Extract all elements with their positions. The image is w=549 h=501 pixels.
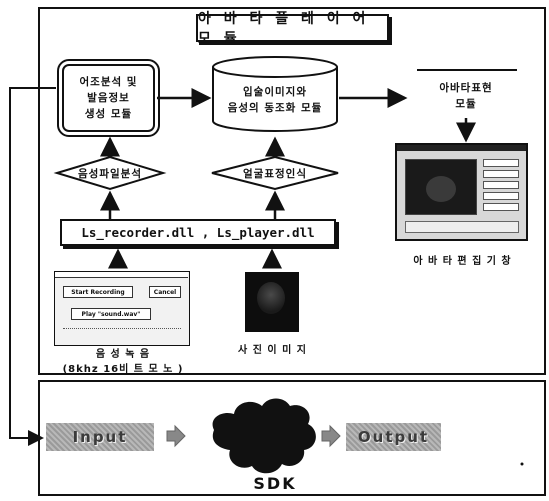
voice-file-analysis-label: 음성파일분석	[78, 167, 142, 180]
dll-box: Ls_recorder.dll , Ls_player.dll	[60, 219, 336, 246]
editor-titlebar	[397, 145, 526, 151]
avatar-editor-window	[395, 143, 528, 241]
sdk-blob-shape	[212, 398, 316, 474]
sdk-label: SDK	[253, 474, 297, 493]
voice-recorder-window: Start Recording Cancel Play "sound.wav"	[54, 271, 190, 346]
database-cylinder	[212, 56, 338, 132]
avatar-display-module: 아바타표현 모듈	[439, 82, 493, 110]
recorder-divider	[63, 328, 181, 332]
face-photo-head	[257, 282, 285, 314]
start-recording-button[interactable]: Start Recording	[63, 286, 133, 298]
diamond-face-recognition	[211, 155, 339, 191]
photo-caption: 사 진 이 미 지	[238, 345, 307, 356]
sdk-output-box: Output	[346, 423, 441, 451]
lip-sync-module: 입술이미지와 음성의 동조화 모듈	[227, 86, 323, 114]
face-recognition-label: 얼굴표정인식	[243, 167, 307, 180]
face-photo	[245, 272, 299, 332]
avatar-player-panel	[38, 7, 546, 375]
voice-recording-caption: 음 성 녹 음 (8khz 16비 트 모 노 )	[62, 349, 184, 375]
recorder-titlebar	[55, 272, 188, 278]
diamond-voice-analysis	[53, 155, 167, 191]
play-sound-button[interactable]: Play "sound.wav"	[71, 308, 151, 320]
editor-avatar-face	[426, 176, 456, 202]
avatar-editor-caption: 아 바 타 편 집 기 창	[413, 256, 512, 267]
cancel-button[interactable]: Cancel	[149, 286, 181, 298]
editor-bottom-bar	[405, 221, 519, 233]
sdk-input-box: Input	[46, 423, 154, 451]
editor-side-controls	[483, 159, 519, 215]
editor-avatar-preview	[405, 159, 477, 215]
tone-analysis-module: 어조분석 및 발음정보 생성 모듈	[57, 59, 160, 137]
